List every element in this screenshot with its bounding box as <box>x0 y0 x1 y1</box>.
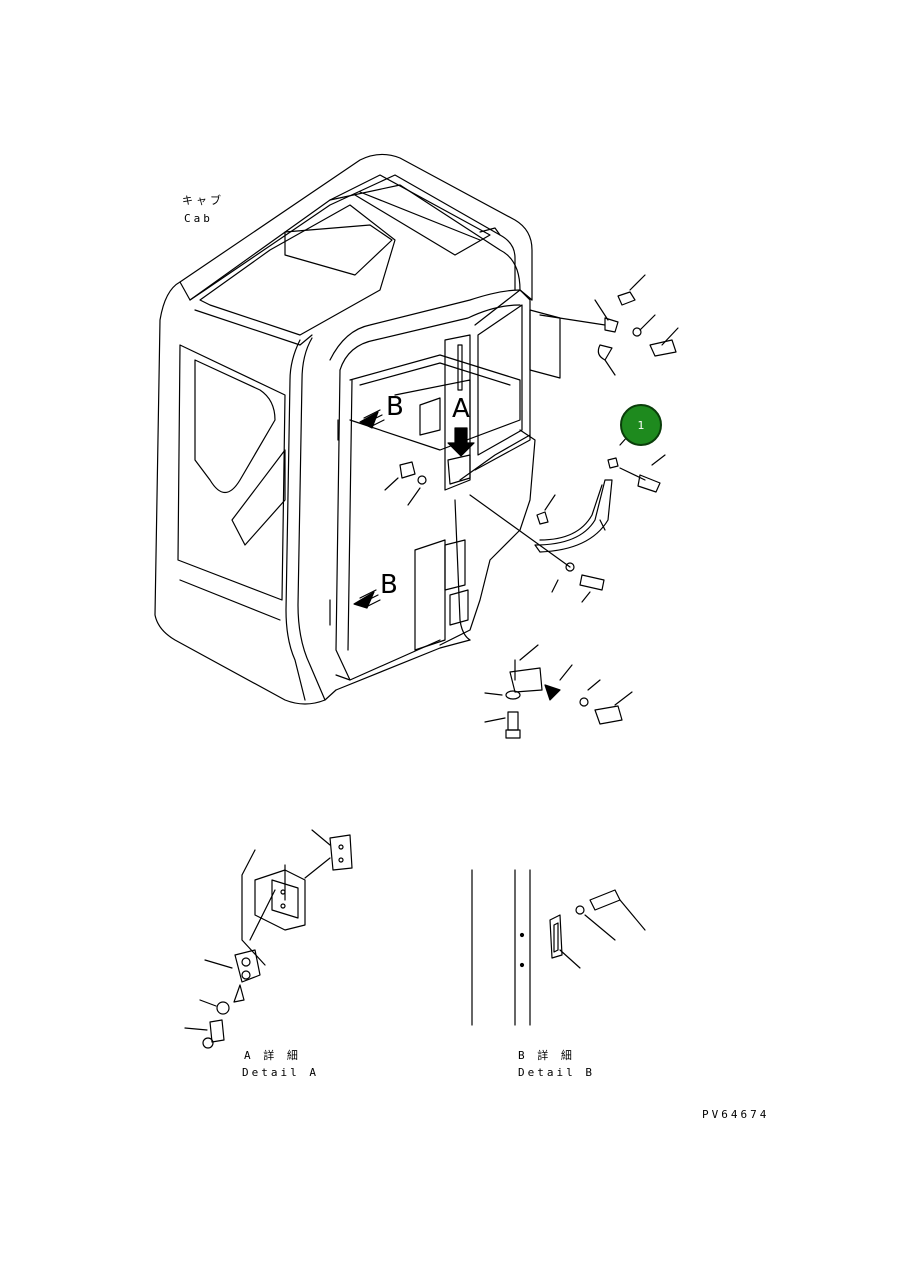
detail-b-title-en: Detail B <box>518 1066 595 1079</box>
view-arrow-b-lower-icon <box>353 589 381 609</box>
handle-rail-assembly <box>469 435 666 603</box>
view-arrow-b-upper-icon <box>359 409 385 429</box>
callout-number: 1 <box>637 418 645 432</box>
drawing-id: PV64674 <box>702 1108 770 1121</box>
latch-parts <box>384 454 471 506</box>
roof-window <box>199 204 396 336</box>
view-marker-b-upper: B <box>386 392 404 422</box>
left-window <box>177 344 286 601</box>
detail-a-drawing <box>184 829 353 1049</box>
cab-label-jp: キャブ <box>182 194 224 207</box>
view-marker-a: A <box>452 394 470 424</box>
detail-a-title-en: Detail A <box>242 1066 319 1079</box>
detail-b-title-jp: B 詳 細 <box>518 1049 575 1062</box>
part-callout-1[interactable]: 1 <box>620 404 662 446</box>
cab-label-en: Cab <box>184 212 213 225</box>
cab-body <box>154 153 536 705</box>
view-marker-b-lower: B <box>380 570 398 600</box>
stopper-assembly <box>529 274 679 379</box>
detail-b-drawing <box>471 869 646 1026</box>
detail-a-title-jp: A 詳 細 <box>244 1049 301 1062</box>
striker-assembly <box>484 644 633 739</box>
view-arrow-a-icon <box>447 427 475 457</box>
